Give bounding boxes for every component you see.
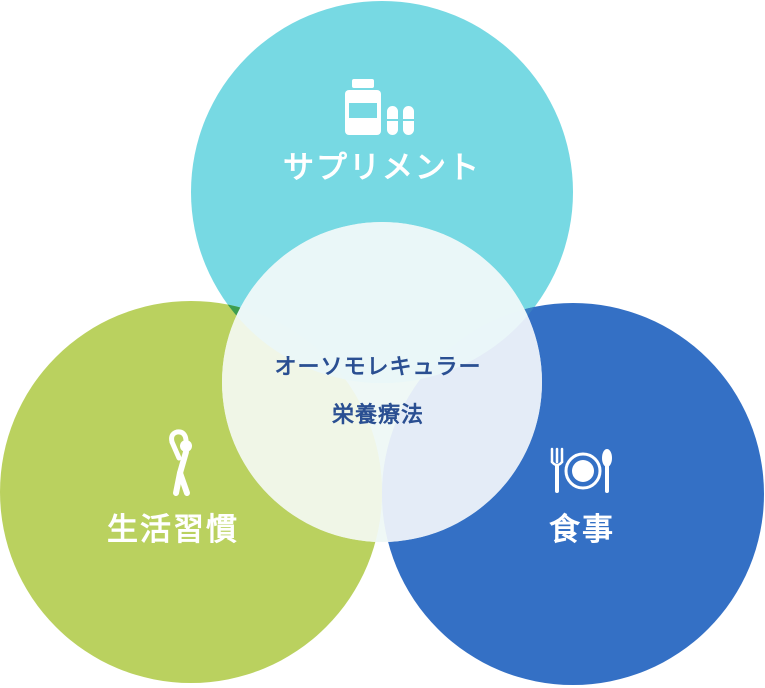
supplement-label: サプリメント [283, 150, 481, 186]
lifestyle-label: 生活習慣 [107, 512, 239, 548]
plate-fork-spoon-icon [550, 447, 612, 493]
center-label-line1: オーソモレキュラー [274, 355, 481, 380]
stretching-person-icon [169, 429, 192, 496]
diet-label: 食事 [549, 512, 615, 548]
supplement-bottle-pills-icon [345, 79, 414, 135]
center-label-line2: 栄養療法 [331, 402, 424, 428]
